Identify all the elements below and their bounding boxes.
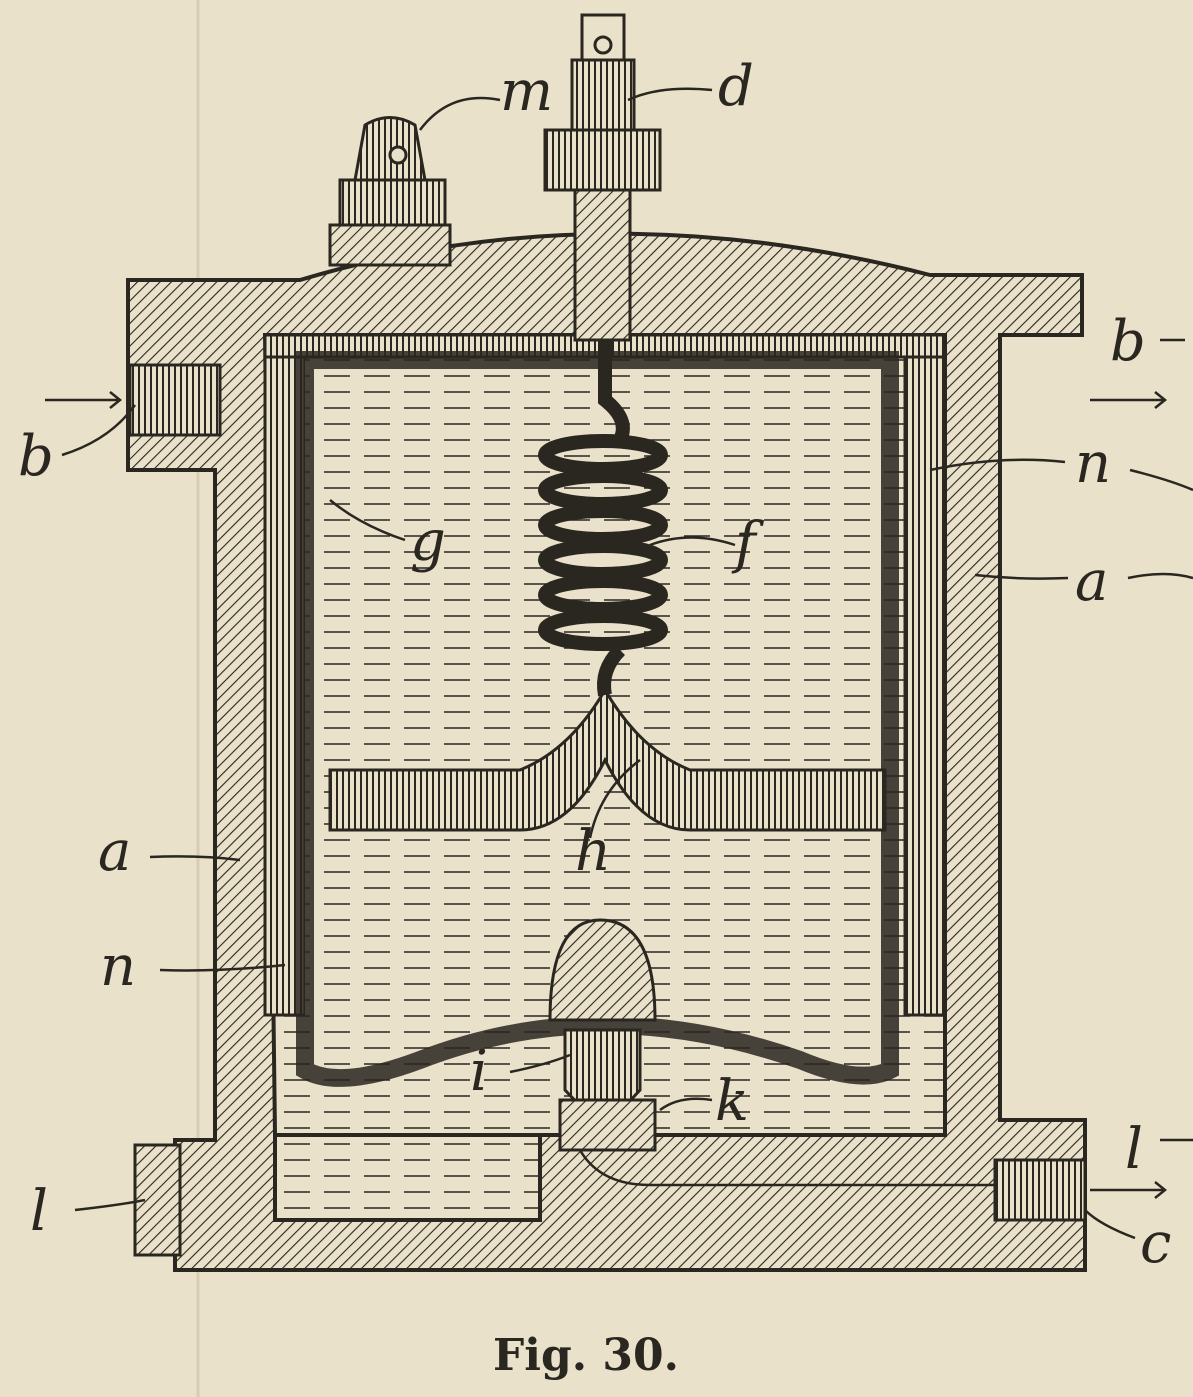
label-l-left: l bbox=[30, 1179, 48, 1244]
label-k: k bbox=[715, 1069, 749, 1134]
label-b-right: b bbox=[1110, 309, 1146, 374]
label-i: i bbox=[470, 1039, 488, 1104]
bracket-h bbox=[328, 687, 887, 832]
label-c: c bbox=[1140, 1211, 1171, 1276]
outlet-pipe bbox=[578, 1149, 995, 1187]
guide-right bbox=[903, 333, 947, 1017]
label-h: h bbox=[575, 819, 611, 884]
inlet-b bbox=[128, 363, 222, 437]
label-m: m bbox=[500, 59, 553, 124]
spring-f bbox=[538, 340, 668, 697]
valve-boss bbox=[548, 918, 657, 1022]
air-valve-m bbox=[328, 116, 452, 267]
label-a-left: a bbox=[98, 819, 131, 884]
outlet-c bbox=[993, 1158, 1087, 1222]
figure-caption: Fig. 30. bbox=[493, 1330, 679, 1381]
stem-d bbox=[543, 13, 662, 342]
leader-lines bbox=[61, 87, 1193, 1240]
label-l-right: l bbox=[1125, 1117, 1143, 1182]
label-n-right: n bbox=[1075, 431, 1111, 496]
valve-seat-k bbox=[558, 1098, 657, 1152]
label-n-left: n bbox=[100, 934, 136, 999]
label-g: g bbox=[410, 509, 446, 574]
label-d: d bbox=[718, 54, 754, 119]
flow-arrows bbox=[45, 391, 1168, 1199]
label-a-right: a bbox=[1075, 549, 1108, 614]
label-b-left: b bbox=[18, 424, 54, 489]
